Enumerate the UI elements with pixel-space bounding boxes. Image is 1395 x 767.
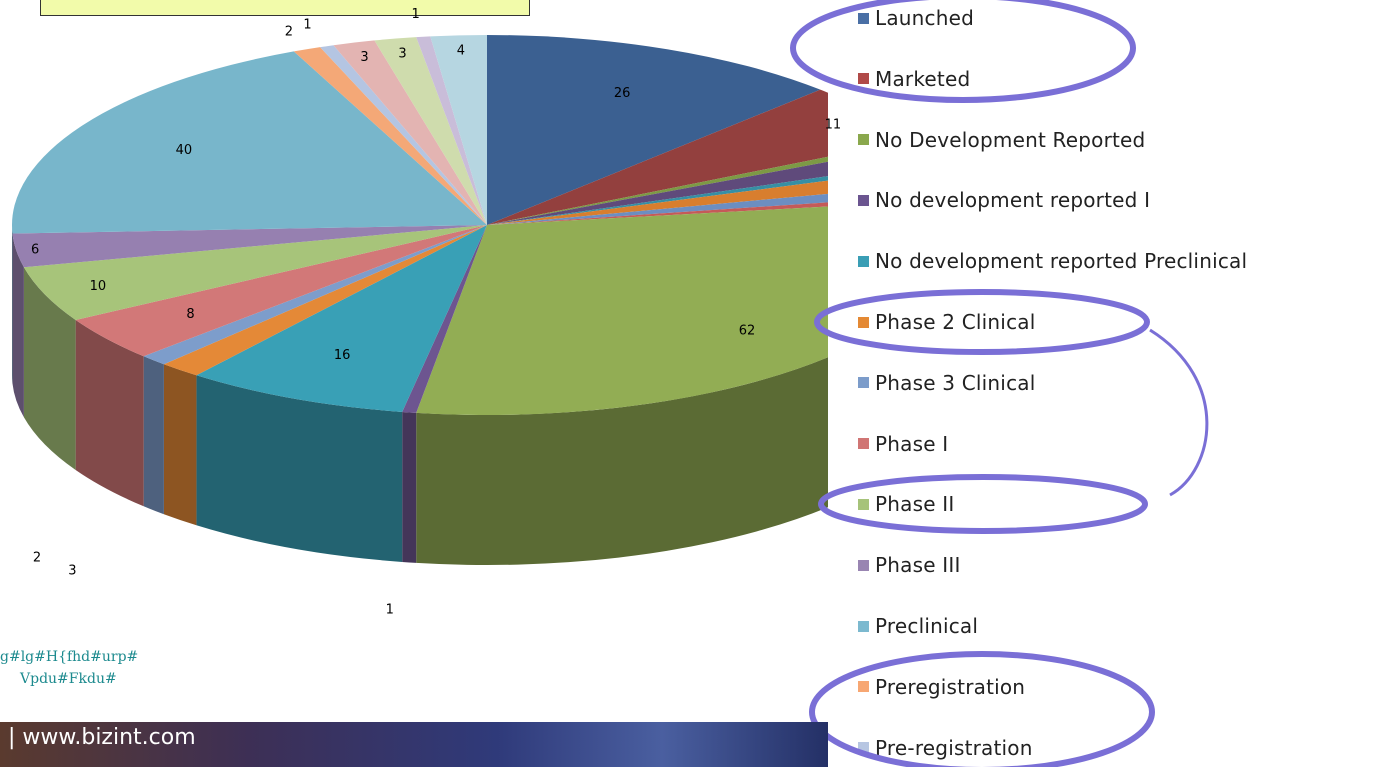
pie-data-label: 26 (614, 86, 631, 101)
pie-data-label: 2 (285, 25, 293, 40)
legend-item: Phase 3 Clinical (858, 368, 1035, 398)
pie-slice (12, 51, 487, 234)
legend-swatch (858, 316, 869, 328)
pie-slice (75, 225, 487, 357)
legend-item: Phase II (858, 489, 954, 519)
pie-data-label: 62 (739, 324, 756, 339)
pie-data-label: 1 (411, 7, 419, 22)
pie-data-label: 3 (398, 46, 406, 61)
pie-slice (333, 40, 487, 225)
pie-slice (196, 225, 487, 412)
pie-data-label: 10 (90, 279, 107, 294)
legend-label: Preclinical (875, 614, 979, 638)
legend-item: Marketed (858, 64, 970, 94)
pie-data-label: 4 (457, 44, 465, 59)
legend-item: Pre-registration (858, 733, 1033, 763)
legend-swatch (858, 620, 869, 632)
pie-slice (23, 225, 488, 320)
pie-data-label: 2 (33, 551, 41, 566)
pie-data-label: 8 (186, 307, 194, 322)
pie-slice-side (75, 320, 144, 507)
pie-data-label: 11 (825, 117, 842, 132)
pie-slice-side (196, 375, 403, 562)
legend-label: Phase III (875, 553, 961, 578)
website-link[interactable]: | www.bizint.com (8, 725, 196, 750)
legend-swatch (858, 377, 869, 389)
legend-item: No development reported Preclinical (858, 246, 1247, 276)
legend-label: Preregistration (875, 674, 1026, 699)
garbled-text-block: g#lg#H{fhd#urp# Vpdu#Fkdu# (0, 646, 138, 690)
pie-slice-side (163, 364, 197, 526)
pie-data-label: 16 (334, 348, 351, 363)
legend-swatch (858, 681, 869, 693)
legend-swatch (858, 134, 869, 146)
pie-slice (374, 37, 487, 225)
legend-item: Phase III (858, 550, 961, 580)
pie-slice (12, 225, 487, 268)
pie-slice (487, 180, 828, 225)
pie-slice-side (143, 356, 164, 515)
pie-slice (430, 35, 487, 225)
legend-label: Launched (875, 6, 975, 30)
legend-label: Phase II (875, 492, 955, 517)
pie-data-label: 40 (176, 143, 193, 158)
legend-item: Phase 2 Clinical (858, 307, 1035, 337)
pie-slice (293, 47, 487, 226)
legend-item: No Development Reported (858, 125, 1145, 155)
legend-swatch (858, 559, 869, 571)
legend-swatch (858, 12, 869, 24)
legend-label: Phase 3 Clinical (875, 370, 1036, 395)
pie-slice (487, 89, 828, 225)
pie-data-label: 1 (303, 18, 311, 33)
pie-data-label: 6 (31, 242, 39, 257)
footer-bar: | www.bizint.com (0, 722, 828, 767)
legend-swatch (858, 498, 869, 510)
legend-label: Phase I (875, 431, 949, 456)
legend-swatch (858, 194, 869, 206)
legend-item: No development reported I (858, 185, 1150, 215)
legend-item: Preclinical (858, 611, 978, 641)
pie-slice (416, 206, 828, 415)
pie-data-label: 3 (360, 50, 368, 65)
pie-slice-side (402, 411, 417, 563)
legend-label: No development reported I (875, 188, 1151, 213)
pie-slice (416, 36, 487, 225)
legend-item: Preregistration (858, 672, 1025, 702)
pie-slice (143, 225, 488, 365)
pie-slice (402, 225, 487, 413)
pie-slice-side (416, 357, 828, 565)
legend-label: No Development Reported (875, 127, 1146, 152)
pie-data-label: 3 (68, 564, 76, 579)
highlight-box (40, 0, 530, 16)
garbled-line-1: g#lg#H{fhd#urp# (0, 649, 139, 665)
legend-item: Phase I (858, 429, 948, 459)
legend-swatch (858, 742, 869, 754)
pie-slice (163, 225, 487, 376)
pie-slice (487, 35, 821, 225)
legend-swatch (858, 438, 869, 450)
legend-label: No development reported Preclinical (875, 249, 1248, 274)
legend-item: Launched (858, 3, 974, 33)
pie-slice-side (23, 267, 76, 470)
pie-slice (487, 202, 828, 225)
pie-data-label: 1 (386, 602, 394, 617)
legend-swatch (858, 255, 869, 267)
garbled-line-2: Vpdu#Fkdu# (20, 671, 117, 687)
legend-label: Pre-registration (875, 735, 1033, 760)
pie-slice (487, 193, 828, 225)
legend-label: Phase 2 Clinical (875, 310, 1036, 334)
pie-slice-side (12, 233, 24, 418)
legend-label: Marketed (875, 66, 971, 91)
pie-slice (320, 45, 487, 225)
legend-swatch (858, 73, 869, 85)
